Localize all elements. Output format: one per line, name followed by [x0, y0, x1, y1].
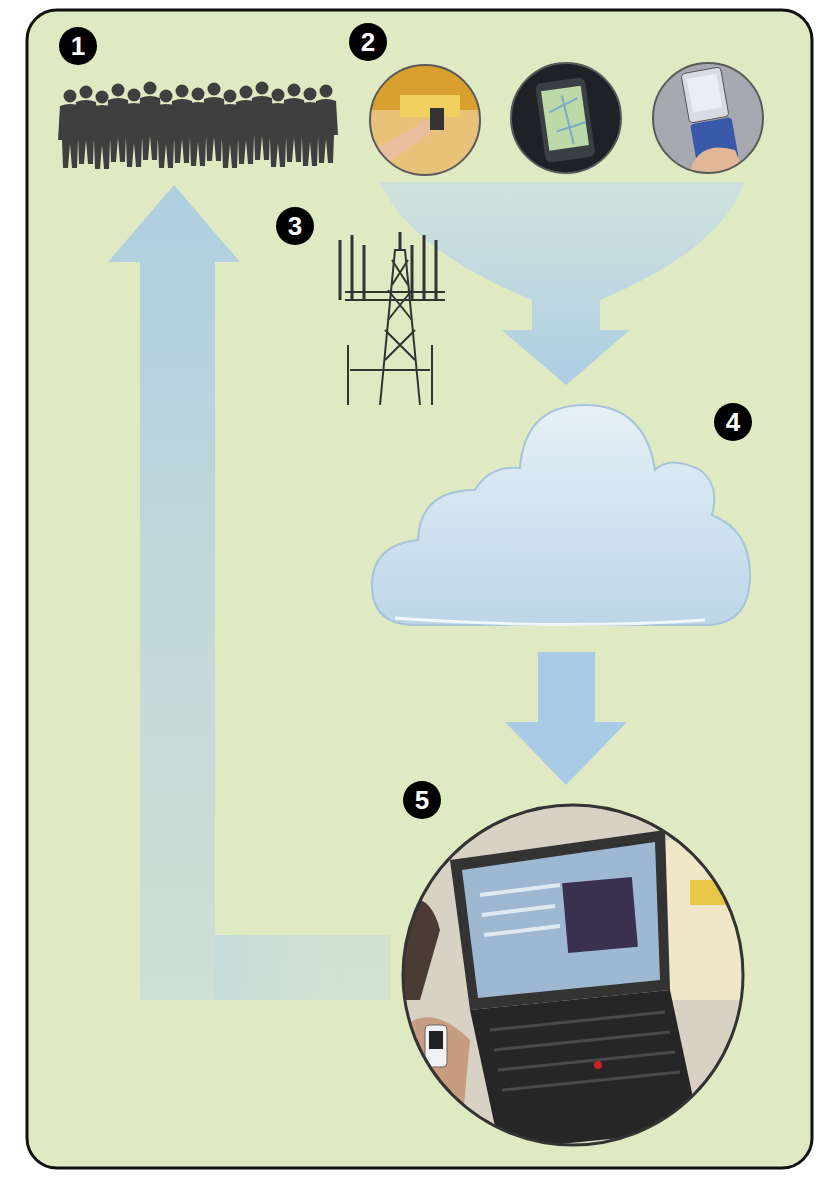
- device-photo: [370, 65, 480, 175]
- tower-platforms: [345, 292, 445, 370]
- trackpoint: [594, 1061, 602, 1069]
- feedback-arrow: [108, 185, 390, 1000]
- photo-background: [370, 65, 480, 175]
- background-panel: [27, 10, 812, 1168]
- photo-border: [370, 65, 480, 175]
- phone-screen-half: [681, 67, 729, 123]
- tower-antennas: [340, 232, 436, 300]
- photo-background: [652, 62, 764, 174]
- tower-legs: [380, 250, 420, 405]
- screen-image: [562, 877, 638, 953]
- phone-screen: [687, 74, 722, 113]
- down-arrow: [505, 652, 627, 785]
- callout-number: 4: [714, 403, 752, 441]
- cloud-highlight: [395, 618, 705, 625]
- cell-tower: [340, 232, 445, 405]
- cloud-shape: [372, 405, 750, 625]
- photo-border: [403, 805, 743, 1145]
- phone-body: [535, 77, 596, 163]
- wall-area: [660, 840, 750, 1000]
- person-figure: [314, 85, 338, 164]
- handheld-device: [430, 108, 444, 130]
- callout-number: 2: [349, 23, 387, 61]
- callout-number: 5: [403, 781, 441, 819]
- photo-background: [510, 62, 622, 174]
- screen-text-lines: [480, 885, 560, 935]
- mobile-screen: [429, 1031, 443, 1049]
- photo-border: [653, 63, 763, 173]
- wall-sign: [690, 880, 730, 905]
- laptop-lid: [450, 830, 670, 1010]
- crowd-silhouette: [58, 82, 338, 170]
- tower-masts: [348, 345, 432, 405]
- device-photo: [652, 62, 764, 175]
- laptop-screen: [462, 842, 660, 998]
- map-screen: [541, 86, 589, 151]
- person-arm: [400, 1017, 470, 1150]
- callout-number: 3: [276, 207, 314, 245]
- keyboard-keys: [490, 1012, 680, 1090]
- photo-background: [400, 800, 750, 1150]
- device-photo: [510, 62, 622, 174]
- hand-shape: [690, 148, 745, 176]
- callout-number: 1: [59, 27, 97, 65]
- laptop-photo: [400, 800, 750, 1150]
- laptop-keyboard: [470, 990, 700, 1150]
- mobile-phone: [425, 1025, 447, 1067]
- feedback-arrow-fade: [215, 935, 390, 1000]
- map-roads: [547, 93, 589, 147]
- photo-border: [511, 63, 621, 173]
